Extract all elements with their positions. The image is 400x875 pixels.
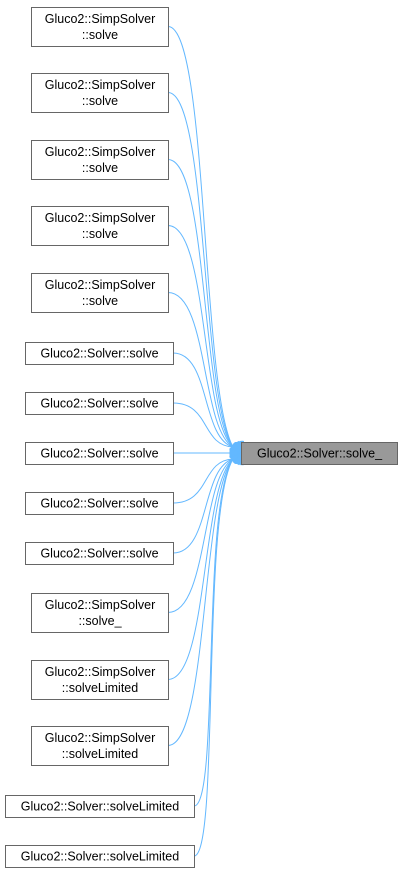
- caller-node-label: Gluco2::SimpSolver: [45, 598, 155, 612]
- call-edge: [172, 458, 234, 504]
- caller-node-box: [5, 795, 195, 818]
- caller-node[interactable]: Gluco2::Solver::solve: [25, 392, 174, 415]
- caller-node-label: Gluco2::SimpSolver: [45, 278, 155, 292]
- caller-node-label: Gluco2::SimpSolver: [45, 211, 155, 225]
- call-edge: [167, 159, 234, 448]
- caller-node[interactable]: Gluco2::SimpSolver::solve: [31, 273, 169, 313]
- caller-node-label: Gluco2::SimpSolver: [45, 665, 155, 679]
- caller-node-label: ::solve_: [78, 614, 122, 628]
- target-node-box: [241, 442, 398, 465]
- caller-node[interactable]: Gluco2::SimpSolver::solve: [31, 206, 169, 246]
- call-edges: [167, 26, 245, 857]
- call-edge: [167, 458, 234, 613]
- call-edge: [172, 352, 234, 448]
- caller-node[interactable]: Gluco2::Solver::solve: [25, 342, 174, 365]
- caller-node-box: [31, 206, 169, 246]
- caller-node-box: [25, 542, 174, 565]
- call-edge: [167, 292, 234, 448]
- caller-node[interactable]: Gluco2::Solver::solve: [25, 542, 174, 565]
- call-edge: [167, 26, 234, 448]
- caller-node-box: [25, 392, 174, 415]
- caller-node-box: [31, 273, 169, 313]
- caller-node[interactable]: Gluco2::SimpSolver::solveLimited: [31, 660, 169, 700]
- call-edge: [193, 458, 234, 807]
- caller-node-label: ::solveLimited: [62, 681, 138, 695]
- caller-node-label: Gluco2::SimpSolver: [45, 731, 155, 745]
- target-node-label: Gluco2::Solver::solve_: [257, 447, 383, 461]
- caller-node-label: ::solve: [82, 294, 118, 308]
- caller-node-label: Gluco2::Solver::solve: [40, 547, 158, 561]
- call-edge: [172, 458, 234, 554]
- caller-node-label: Gluco2::Solver::solve: [40, 497, 158, 511]
- caller-node-label: Gluco2::SimpSolver: [45, 78, 155, 92]
- caller-node-box: [5, 845, 195, 868]
- caller-node[interactable]: Gluco2::SimpSolver::solve: [31, 140, 169, 180]
- caller-node[interactable]: Gluco2::Solver::solveLimited: [5, 845, 195, 868]
- caller-node-label: Gluco2::Solver::solveLimited: [21, 800, 179, 814]
- caller-node[interactable]: Gluco2::Solver::solve: [25, 492, 174, 515]
- caller-node[interactable]: Gluco2::SimpSolver::solve: [31, 73, 169, 113]
- caller-node-label: Gluco2::SimpSolver: [45, 12, 155, 26]
- caller-node-label: ::solveLimited: [62, 747, 138, 761]
- caller-node[interactable]: Gluco2::SimpSolver::solve_: [31, 593, 169, 633]
- caller-node-box: [31, 140, 169, 180]
- caller-node-label: Gluco2::Solver::solveLimited: [21, 850, 179, 864]
- call-edge: [172, 402, 234, 448]
- call-edge: [167, 458, 234, 746]
- caller-node-box: [31, 726, 169, 766]
- caller-node-box: [25, 342, 174, 365]
- caller-node-box: [25, 492, 174, 515]
- target-node[interactable]: Gluco2::Solver::solve_: [241, 442, 398, 465]
- call-nodes: Gluco2::SimpSolver::solveGluco2::SimpSol…: [5, 7, 398, 868]
- caller-node-label: ::solve: [82, 227, 118, 241]
- call-edge: [167, 225, 234, 448]
- caller-node-label: ::solve: [82, 94, 118, 108]
- caller-node-label: Gluco2::Solver::solve: [40, 447, 158, 461]
- caller-node-box: [31, 73, 169, 113]
- call-edge: [167, 458, 234, 680]
- call-edge: [193, 458, 234, 857]
- caller-node-box: [25, 442, 174, 465]
- caller-node[interactable]: Gluco2::SimpSolver::solve: [31, 7, 169, 47]
- caller-node-label: Gluco2::SimpSolver: [45, 145, 155, 159]
- call-edge: [167, 92, 234, 448]
- caller-node-label: ::solve: [82, 161, 118, 175]
- caller-node-box: [31, 660, 169, 700]
- caller-node-label: Gluco2::Solver::solve: [40, 347, 158, 361]
- caller-node-label: Gluco2::Solver::solve: [40, 397, 158, 411]
- caller-node-label: ::solve: [82, 28, 118, 42]
- caller-node[interactable]: Gluco2::Solver::solve: [25, 442, 174, 465]
- caller-node-box: [31, 7, 169, 47]
- caller-node-box: [31, 593, 169, 633]
- caller-node[interactable]: Gluco2::SimpSolver::solveLimited: [31, 726, 169, 766]
- caller-node[interactable]: Gluco2::Solver::solveLimited: [5, 795, 195, 818]
